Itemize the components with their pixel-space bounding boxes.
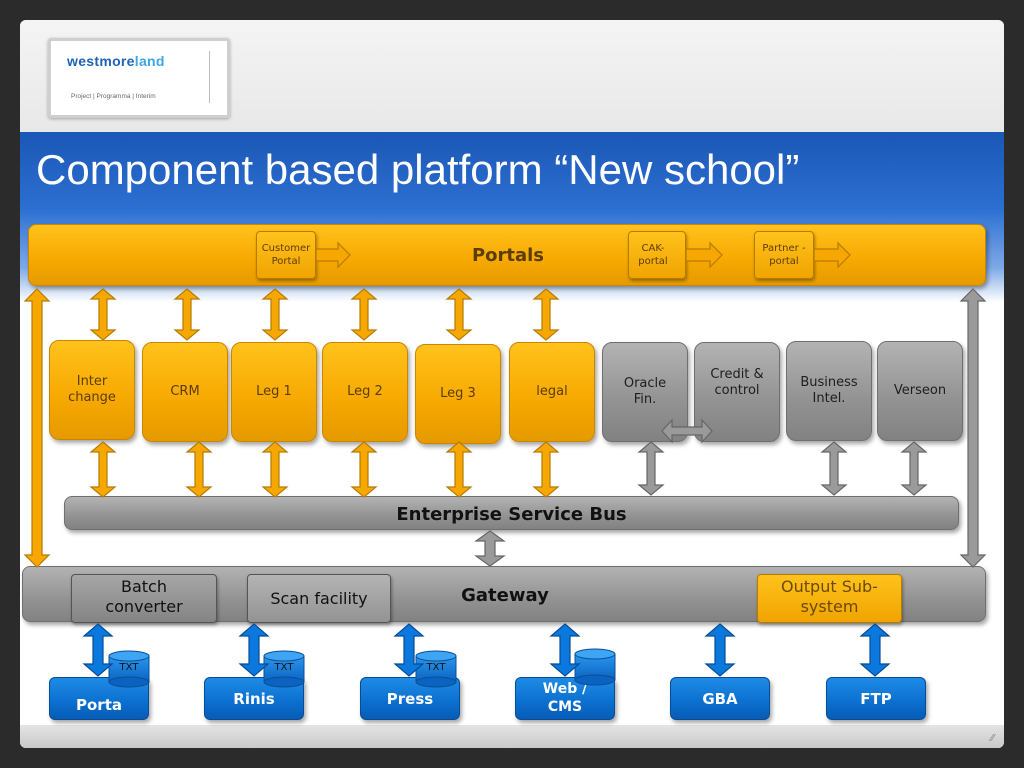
db-label-press: TXT: [426, 662, 446, 673]
cak-portal-label: CAK-portal: [638, 243, 668, 267]
component-business-intel: [786, 341, 872, 441]
component-crm: [142, 342, 228, 442]
output-subsystem-label: Output Sub-system: [781, 577, 878, 616]
component-legal-label: legal: [536, 384, 568, 399]
batch-converter-box: [71, 574, 217, 623]
component-leg1-label: Leg 1: [256, 384, 292, 399]
partner-portal-label: Partner -portal: [762, 243, 806, 267]
esb-bar: [64, 496, 959, 530]
component-leg1: [231, 342, 317, 442]
logo-divider: [209, 51, 210, 103]
customer-portal-label: Customer Portal: [261, 243, 311, 267]
gateway-label: Gateway: [461, 585, 549, 606]
partner-portal-box: [754, 231, 814, 279]
component-business-intel-label: Business Intel.: [800, 375, 858, 407]
esb-label: Enterprise Service Bus: [396, 504, 627, 525]
portals-label: Portals: [471, 245, 545, 266]
component-verseon-label: Verseon: [893, 383, 947, 398]
endpoint-porta-label: Porta: [76, 696, 122, 714]
db-label-rinis: TXT: [274, 662, 294, 673]
component-credit-control-label: Credit & control: [710, 367, 764, 399]
scan-facility-box: [247, 574, 391, 623]
component-leg3: [415, 344, 501, 444]
logo-tagline: Project | Programma | Interim: [71, 93, 156, 100]
company-logo: westmoreland Project | Programma | Inter…: [48, 38, 230, 118]
component-legal: [509, 342, 595, 442]
db-label-porta: TXT: [119, 662, 139, 673]
endpoint-ftp: [826, 677, 926, 720]
endpoint-gba: [670, 677, 770, 720]
component-leg3-label: Leg 3: [440, 386, 476, 401]
endpoint-gba-label: GBA: [702, 690, 738, 708]
endpoint-rinis-label: Rinis: [233, 690, 275, 708]
resize-grip-icon: ⁄⁄: [990, 733, 994, 744]
footer-band: ⁄⁄: [20, 725, 1004, 748]
endpoint-press-label: Press: [386, 690, 434, 708]
output-subsystem-box: [757, 574, 902, 623]
endpoint-ftp-label: FTP: [860, 690, 892, 708]
scan-facility-label: Scan facility: [270, 589, 368, 608]
slide-title: Component based platform “New school”: [36, 146, 800, 193]
component-leg2: [322, 342, 408, 442]
customer-portal-box: [256, 231, 316, 279]
cak-portal-box: [628, 231, 686, 279]
component-leg2-label: Leg 2: [347, 384, 383, 399]
component-oracle-fin-label: Oracle Fin.: [623, 376, 667, 408]
endpoint-web-cms-label: Web / CMS: [542, 681, 588, 715]
component-interchange-label: Inter change: [68, 374, 116, 406]
component-crm-label: CRM: [170, 384, 200, 399]
logo-wordmark: westmoreland: [67, 53, 165, 69]
batch-converter-label: Batch converter: [105, 577, 183, 616]
